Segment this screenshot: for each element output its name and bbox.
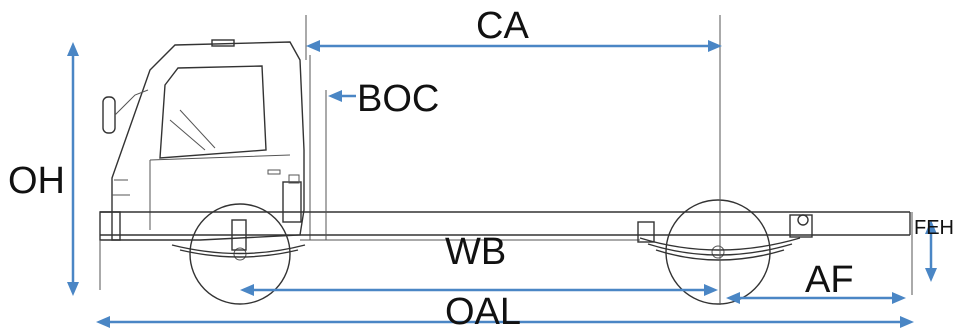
oal-arrow-head-left: [96, 316, 110, 328]
af-arrow-head-right: [892, 292, 906, 304]
rear-shackle: [797, 214, 809, 226]
front-bumper: [99, 211, 121, 241]
dimension-labels: CA BOC OH FEH WB AF OAL: [8, 5, 954, 333]
feh-arrow-head-bottom: [925, 268, 937, 282]
mirror-arm: [114, 89, 149, 116]
front-leaf-spring: [171, 244, 306, 258]
oh-label: OH: [8, 160, 65, 202]
oh-arrow-head-top: [67, 42, 79, 56]
cab-window-detail: [169, 109, 216, 151]
boc-label: BOC: [357, 78, 439, 120]
cab-door-handle: [267, 169, 281, 175]
rear-leaf-spring: [639, 237, 801, 261]
oh-arrow-head-bottom: [67, 282, 79, 296]
af-arrow-head-left: [726, 292, 740, 304]
wb-arrow-head-left: [240, 284, 254, 296]
front-grille: [112, 179, 130, 196]
cab-door-line: [149, 154, 291, 230]
oal-label: OAL: [445, 291, 521, 333]
truck-drawing: [99, 15, 913, 305]
rear-spring-hanger-back: [789, 214, 813, 238]
ca-label: CA: [476, 5, 529, 47]
cab-roof-vent: [211, 39, 235, 47]
cab-rear-cap: [288, 174, 300, 184]
rear-wheel: [665, 199, 771, 305]
cab-rear-tank: [282, 181, 302, 223]
cab-outline: [111, 41, 305, 241]
ca-arrow-head-left: [306, 40, 320, 52]
chassis-frame: [100, 211, 911, 236]
oal-arrow-head-right: [900, 316, 914, 328]
ca-arrow-head-right: [708, 40, 722, 52]
cab-window: [159, 65, 267, 159]
front-wheel: [189, 203, 291, 305]
feh-label: FEH: [914, 217, 954, 239]
feh-arrow-head-top: [925, 220, 937, 234]
boc-arrow-head: [328, 90, 342, 102]
side-mirror: [102, 96, 116, 134]
cab-back-bar: [305, 15, 311, 240]
wb-label: WB: [445, 231, 506, 273]
af-label: AF: [805, 259, 854, 301]
rear-spring-hanger-front: [637, 221, 655, 243]
rear-wheel-hub: [711, 245, 725, 259]
dimension-arrows: [67, 40, 937, 328]
wb-arrow-head-right: [704, 284, 718, 296]
